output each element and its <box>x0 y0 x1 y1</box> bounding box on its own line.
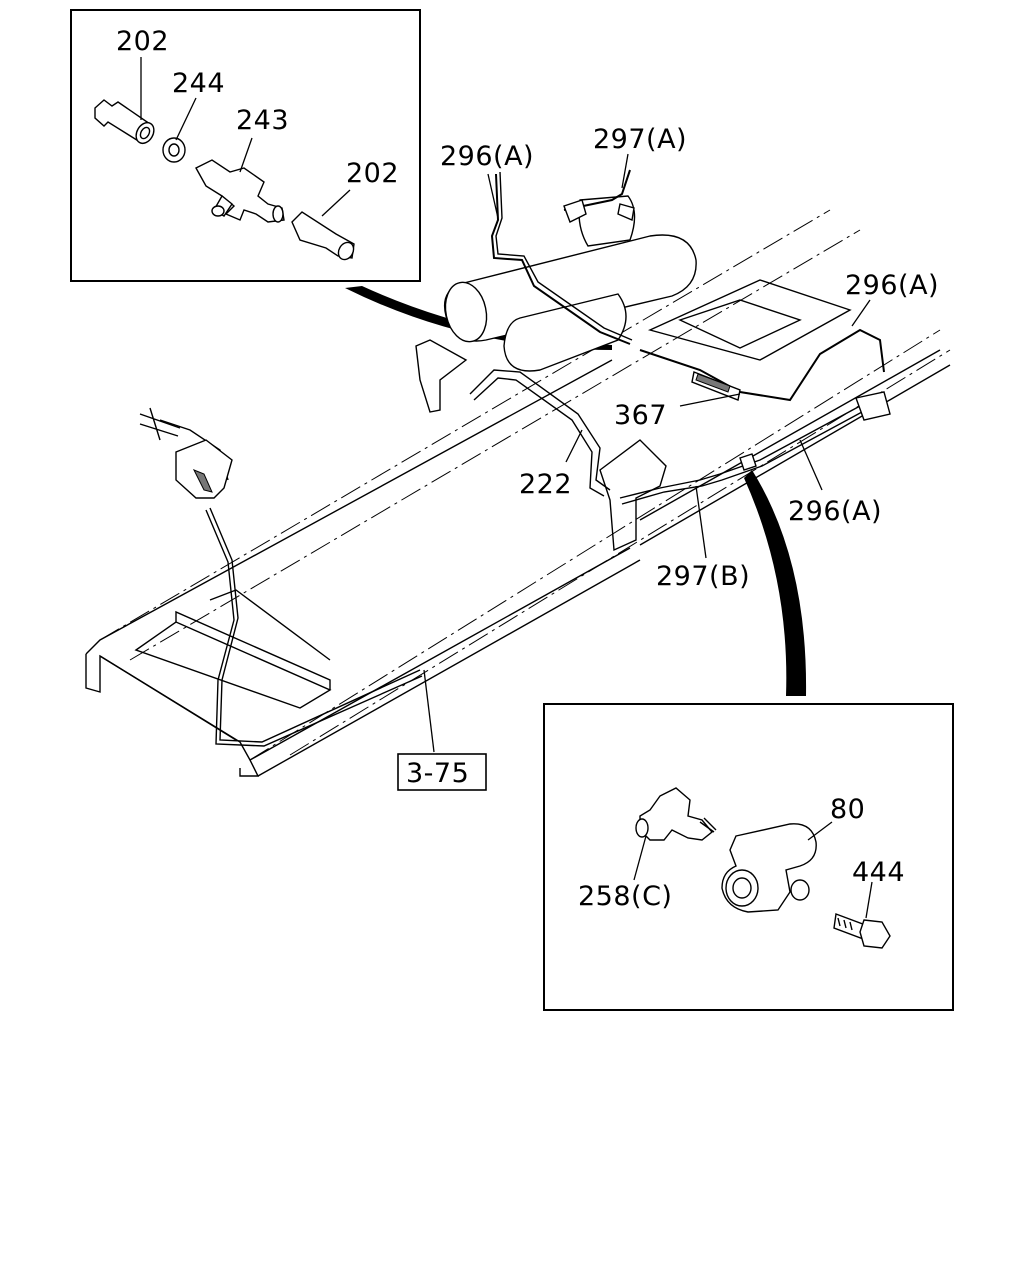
label-296a-lower: 296(A) <box>788 496 882 527</box>
label-202-right: 202 <box>346 158 399 189</box>
reference-box <box>397 753 487 791</box>
connector-202-right <box>291 211 355 261</box>
main-labels: 296(A) 297(A) 296(A) 367 222 296(A) 297(… <box>397 124 939 791</box>
fitting-top-tee <box>563 199 635 223</box>
air-tank-top <box>578 195 636 247</box>
label-296a-right: 296(A) <box>845 270 939 301</box>
detail-frame-top <box>70 9 421 282</box>
fitting-rear-right <box>739 391 891 471</box>
label-222: 222 <box>519 469 572 500</box>
ring-244 <box>162 137 186 163</box>
label-297b: 297(B) <box>656 561 750 592</box>
label-243: 243 <box>236 105 289 136</box>
label-297a: 297(A) <box>593 124 687 155</box>
detail-box-tee: 80 444 258(C) <box>543 703 954 1011</box>
detail-box-fittings: 202 244 243 202 <box>70 9 421 282</box>
label-296a-top: 296(A) <box>440 141 534 172</box>
elbow-258c <box>635 787 717 841</box>
label-202-top: 202 <box>116 26 169 57</box>
callout-arc-bottom <box>744 470 807 696</box>
label-444: 444 <box>852 857 905 888</box>
tee-80 <box>721 823 817 913</box>
reference-3-75: 3-75 <box>406 758 469 789</box>
label-258c: 258(C) <box>578 881 672 912</box>
label-80: 80 <box>830 794 865 825</box>
bolt-444 <box>833 913 891 949</box>
label-244: 244 <box>172 68 225 99</box>
air-tank-lower <box>503 293 627 372</box>
connector-202-left <box>94 99 155 145</box>
valve-assembly <box>139 407 233 499</box>
fitting-367 <box>691 371 741 401</box>
air-tank-upper <box>443 234 697 343</box>
label-367: 367 <box>614 400 667 431</box>
